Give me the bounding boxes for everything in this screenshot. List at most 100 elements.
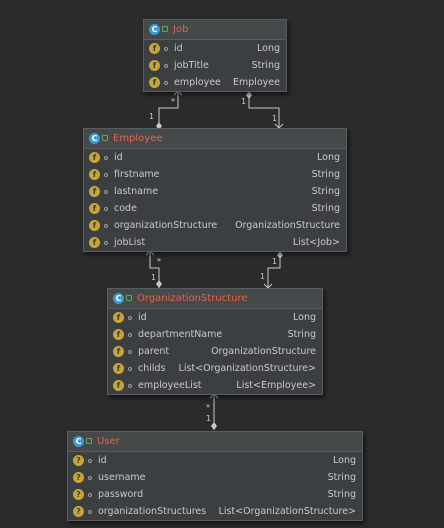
class-c-icon: C bbox=[89, 133, 100, 144]
field-name: childs bbox=[138, 363, 166, 374]
field-f-icon: ? bbox=[73, 506, 84, 517]
class-name: Job bbox=[173, 24, 189, 35]
field-f-icon: f bbox=[89, 220, 100, 231]
field-f-icon: f bbox=[113, 363, 124, 374]
field-f-icon: f bbox=[149, 60, 160, 71]
private-lock-icon bbox=[88, 509, 92, 514]
employee-joblist-diamond bbox=[246, 91, 252, 99]
private-lock-icon bbox=[104, 155, 108, 160]
field-f-icon: f bbox=[113, 380, 124, 391]
field-f-icon: f bbox=[89, 186, 100, 197]
field-row[interactable]: f code String bbox=[84, 200, 346, 217]
class-header[interactable]: C Employee bbox=[84, 129, 346, 149]
field-name: code bbox=[114, 203, 137, 214]
employee-joblist-link bbox=[248, 91, 280, 128]
field-name: organizationStructures bbox=[98, 506, 207, 517]
field-f-icon: ? bbox=[73, 489, 84, 500]
field-f-icon: f bbox=[89, 152, 100, 163]
field-f-icon: ? bbox=[73, 455, 84, 466]
class-name: Employee bbox=[113, 133, 163, 144]
field-type: Long bbox=[293, 312, 316, 323]
org-user-mult-one: 1 bbox=[206, 414, 211, 423]
employee-org-left-mult-one: 1 bbox=[151, 273, 156, 282]
private-lock-icon bbox=[128, 383, 132, 388]
field-type: List<Job> bbox=[292, 237, 340, 248]
field-type: String bbox=[251, 60, 280, 71]
field-f-icon: f bbox=[113, 312, 124, 323]
field-type: Employee bbox=[232, 77, 280, 88]
private-lock-icon bbox=[128, 349, 132, 354]
field-type: OrganizationStructure bbox=[235, 220, 340, 231]
field-name: firstname bbox=[114, 169, 160, 180]
field-name: employeeList bbox=[138, 380, 202, 391]
private-lock-icon bbox=[164, 46, 168, 51]
field-type: OrganizationStructure bbox=[211, 346, 316, 357]
field-type: Long bbox=[333, 455, 356, 466]
field-type: String bbox=[327, 472, 356, 483]
field-f-icon: f bbox=[149, 43, 160, 54]
field-f-icon: f bbox=[149, 77, 160, 88]
field-name: parent bbox=[138, 346, 170, 357]
employee-org-right-mult-bottom: 1 bbox=[260, 272, 265, 281]
employee-org-right-link bbox=[267, 251, 281, 288]
field-f-icon: f bbox=[113, 346, 124, 357]
private-lock-icon bbox=[128, 332, 132, 337]
private-lock-icon bbox=[88, 458, 92, 463]
field-row[interactable]: f organizationStructure OrganizationStruct… bbox=[84, 217, 346, 234]
field-row[interactable]: f parent OrganizationStructure bbox=[108, 343, 322, 360]
field-name: organizationStructure bbox=[114, 220, 218, 231]
field-name: id bbox=[114, 152, 123, 163]
employee-org-left-link bbox=[149, 251, 160, 288]
class-c-icon: C bbox=[73, 436, 84, 447]
private-lock-icon bbox=[88, 492, 92, 497]
private-lock-icon bbox=[104, 206, 108, 211]
class-c-icon: C bbox=[113, 293, 124, 304]
private-lock-icon bbox=[104, 189, 108, 194]
field-name: id bbox=[174, 43, 183, 54]
employee-joblist-mult-bottom: 1 bbox=[272, 114, 277, 123]
field-type: List<OrganizationStructure> bbox=[178, 363, 316, 374]
field-name: jobList bbox=[114, 237, 146, 248]
private-lock-icon bbox=[104, 223, 108, 228]
job-employee-mult-one: 1 bbox=[149, 112, 154, 121]
private-lock-icon bbox=[104, 172, 108, 177]
employee-joblist-mult-top: 1 bbox=[241, 97, 246, 106]
field-type: String bbox=[311, 203, 340, 214]
field-name: departmentName bbox=[138, 329, 223, 340]
field-row[interactable]: f childs List<OrganizationStructure> bbox=[108, 360, 322, 377]
field-type: String bbox=[287, 329, 316, 340]
employee-org-right-diamond bbox=[277, 251, 283, 259]
public-visibility-icon bbox=[126, 294, 132, 301]
field-name: password bbox=[98, 489, 144, 500]
employee-org-left-mult-many: * bbox=[157, 257, 161, 266]
private-lock-icon bbox=[164, 63, 168, 68]
private-lock-icon bbox=[128, 366, 132, 371]
field-type: String bbox=[311, 169, 340, 180]
field-name: username bbox=[98, 472, 146, 483]
field-f-icon: f bbox=[89, 203, 100, 214]
private-lock-icon bbox=[164, 80, 168, 85]
